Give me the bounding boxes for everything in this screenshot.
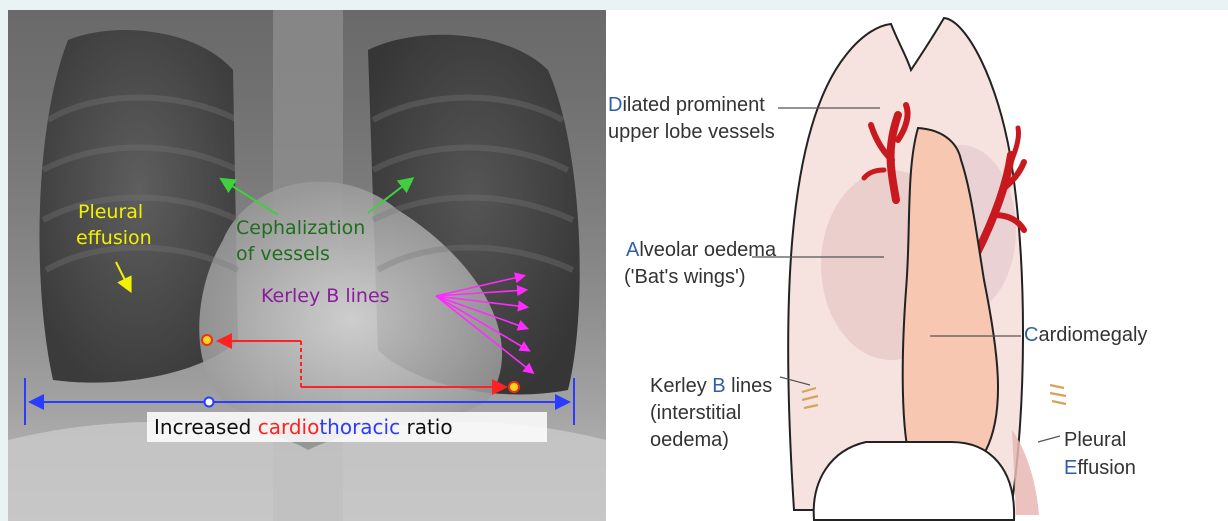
ratio-thoracic: thoracic [319, 415, 400, 439]
kerley-label-diagram: Kerley B lines [650, 375, 772, 397]
dilated-vessels-label: Dilated prominent [608, 94, 765, 116]
ratio-caption: Increased cardiothoracic ratio [154, 415, 453, 439]
heart-failure-diagram-panel: Dilated prominent upper lobe vessels Alv… [606, 10, 1228, 521]
diaphragm [814, 442, 1014, 520]
ratio-prefix: Increased [154, 415, 258, 439]
chest-xray-image: Pleural effusion Cephalization of vessel… [8, 10, 606, 521]
pleural-label-2: effusion [76, 227, 152, 249]
kerley-b-letter: B [712, 375, 725, 397]
heart-failure-diagram: Dilated prominent upper lobe vessels Alv… [606, 10, 1228, 521]
alveolar-oedema-label: Alveolar oedema [626, 239, 777, 261]
initial-letter: D [608, 94, 622, 116]
pleural-label-1: Pleural [78, 201, 143, 223]
alveolar-oedema-label-2: ('Bat's wings') [624, 266, 745, 288]
cephalization-label-2: of vessels [236, 243, 330, 265]
cardiomegaly-label: Cardiomegaly [1024, 324, 1147, 346]
kerley-label-diagram-3: oedema) [650, 429, 729, 451]
initial-letter: A [626, 239, 640, 261]
initial-letter: C [1024, 324, 1038, 346]
pleural-effusion-label-2: Effusion [1064, 457, 1136, 479]
dilated-vessels-label-2: upper lobe vessels [608, 121, 775, 143]
cephalization-label-1: Cephalization [236, 217, 365, 239]
ratio-cardio: cardio [258, 415, 320, 439]
ratio-suffix: ratio [400, 415, 452, 439]
kerley-label-diagram-2: (interstitial [650, 402, 741, 424]
pleural-effusion-label: Pleural [1064, 429, 1126, 451]
pleural-effusion-wedge [1012, 430, 1039, 515]
chest-xray-panel: Pleural effusion Cephalization of vessel… [8, 10, 606, 521]
initial-letter: E [1064, 457, 1077, 479]
kerley-label: Kerley B lines [261, 285, 390, 307]
